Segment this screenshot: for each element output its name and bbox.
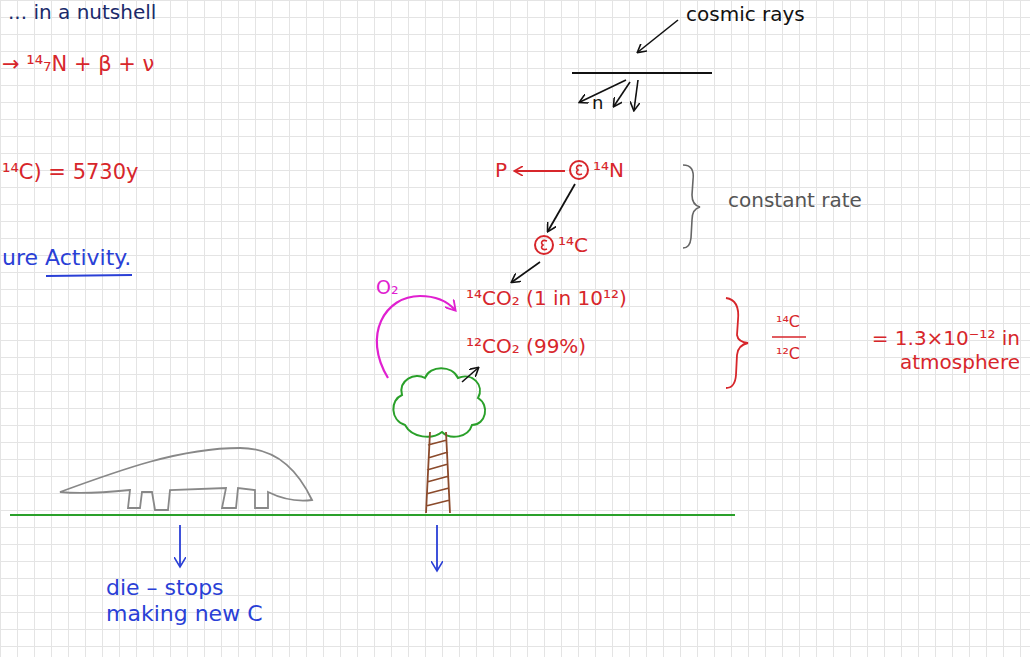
ground-line bbox=[10, 514, 735, 516]
atom-node: ¹⁴C bbox=[533, 233, 588, 257]
atmosphere-line bbox=[572, 72, 712, 74]
molecule-label: O₂ bbox=[376, 276, 399, 299]
isotope-label: ¹²C bbox=[776, 344, 800, 363]
note: constant rate bbox=[728, 188, 862, 212]
decay-arrow bbox=[548, 184, 575, 231]
tree-canopy bbox=[393, 368, 485, 436]
atom-circle bbox=[533, 234, 555, 256]
isotope-label: ¹⁴N bbox=[593, 158, 624, 182]
page-title: ... in a nutshell bbox=[8, 0, 156, 24]
molecule-label: ¹⁴CO₂ (1 in 10¹²) bbox=[466, 286, 627, 310]
underline bbox=[46, 275, 132, 276]
half-life: ¹⁴C) = 5730y bbox=[2, 160, 139, 185]
particle-label: P bbox=[495, 158, 507, 182]
dinosaur bbox=[60, 448, 312, 510]
atom-node: ¹⁴N bbox=[568, 158, 624, 182]
equation: → ¹⁴₇N + β + ν bbox=[2, 52, 154, 77]
ray-arrow bbox=[614, 82, 630, 106]
fraction-bar bbox=[772, 336, 806, 338]
ray-arrow bbox=[634, 80, 638, 110]
arrow bbox=[512, 262, 540, 282]
heading: ure Activity. bbox=[2, 245, 131, 271]
atom-circle bbox=[568, 159, 590, 181]
note: die – stops making new C bbox=[106, 575, 276, 628]
proton-arrow bbox=[515, 170, 565, 172]
brace bbox=[683, 165, 700, 248]
ratio-note: = 1.3×10⁻¹² in atmosphere bbox=[808, 326, 1020, 374]
brace bbox=[726, 298, 748, 388]
ray-arrow bbox=[638, 20, 678, 52]
down-arrow bbox=[436, 525, 438, 570]
down-arrow bbox=[179, 525, 181, 566]
arrow bbox=[462, 368, 478, 382]
label: n bbox=[592, 92, 603, 114]
tree-trunk bbox=[426, 432, 450, 513]
label: cosmic rays bbox=[686, 2, 805, 26]
molecule-label: ¹²CO₂ (99%) bbox=[466, 334, 586, 358]
isotope-label: ¹⁴C bbox=[558, 233, 588, 257]
isotope-label: ¹⁴C bbox=[776, 312, 800, 331]
oxygen-arrow bbox=[377, 296, 455, 378]
